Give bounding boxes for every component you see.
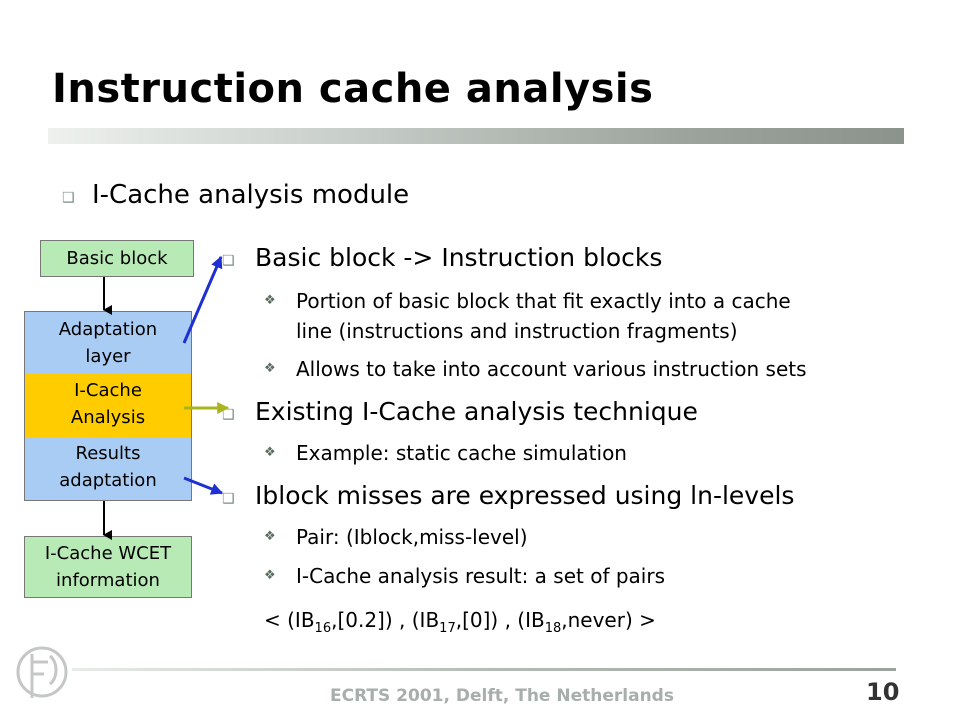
footer-divider	[72, 668, 896, 671]
sub-item-1-1-line-1: Portion of basic block that fit exactly …	[296, 289, 791, 313]
tuple-sub-2: 17	[439, 621, 456, 636]
diamond-bullet-icon: ❖	[264, 293, 276, 308]
wcet-line-1: I-Cache WCET	[44, 543, 172, 564]
sub-item-1-2-text: Allows to take into account various inst…	[296, 357, 807, 381]
footer-text: ECRTS 2001, Delft, The Netherlands	[330, 686, 674, 706]
tuple-open: < (IB	[264, 608, 315, 632]
arrow-to-iblock-misses	[183, 476, 224, 495]
adaptation-layer-box: Adaptation layer	[25, 316, 191, 376]
sub-item-2-1-text: Example: static cache simulation	[296, 441, 627, 465]
results-line-1: Results	[75, 443, 141, 464]
basic-block-box: Basic block	[40, 240, 194, 277]
wcet-line-2: information	[56, 570, 160, 591]
adaptation-line-1: Adaptation	[58, 319, 158, 340]
adaptation-line-2: layer	[85, 346, 131, 367]
sub-item-3-1-text: Pair: (Iblock,miss-level)	[296, 525, 528, 549]
square-bullet-icon: ❑	[62, 190, 75, 206]
icache-line-2: Analysis	[70, 407, 146, 428]
results-adaptation-box: Results adaptation	[25, 440, 191, 502]
tuple-close: ,never) >	[561, 608, 656, 632]
diamond-bullet-icon: ❖	[264, 529, 276, 544]
tuple-mid-1: ,[0.2]) , (IB	[331, 608, 440, 632]
tuple-sub-1: 16	[314, 621, 332, 636]
tuple-mid-2: ,[0]) , (IB	[455, 608, 545, 632]
icache-wcet-box: I-Cache WCET information	[24, 536, 192, 598]
icache-line-1: I-Cache	[74, 380, 142, 401]
slide-title: Instruction cache analysis	[52, 66, 654, 112]
diamond-bullet-icon: ❖	[264, 361, 276, 376]
university-logo-icon	[16, 646, 68, 698]
bullet-item-3-text: Iblock misses are expressed using ln-lev…	[255, 481, 795, 510]
analysis-stack-box: Adaptation layer I-Cache Analysis Result…	[24, 311, 192, 501]
icache-analysis-box: I-Cache Analysis	[25, 374, 191, 438]
sub-item-1-1-line-2: line (instructions and instruction fragm…	[296, 319, 738, 343]
bullet-item-2-text: Existing I-Cache analysis technique	[255, 397, 698, 426]
results-line-2: adaptation	[59, 470, 157, 491]
module-text: I-Cache analysis module	[92, 180, 410, 210]
bullet-item-1-text: Basic block -> Instruction blocks	[255, 243, 663, 272]
result-tuple: < (IB16,[0.2]) , (IB17,[0]) , (IB18,neve…	[264, 608, 656, 636]
sub-item-3-2-text: I-Cache analysis result: a set of pairs	[296, 564, 666, 588]
page-number: 10	[866, 678, 900, 706]
title-divider	[48, 128, 904, 144]
square-bullet-icon: ❑	[222, 491, 235, 507]
square-bullet-icon: ❑	[222, 253, 235, 269]
arrow-to-instruction-blocks	[182, 255, 223, 344]
tuple-sub-3: 18	[544, 621, 562, 636]
diamond-bullet-icon: ❖	[264, 445, 276, 460]
diamond-bullet-icon: ❖	[264, 568, 276, 583]
